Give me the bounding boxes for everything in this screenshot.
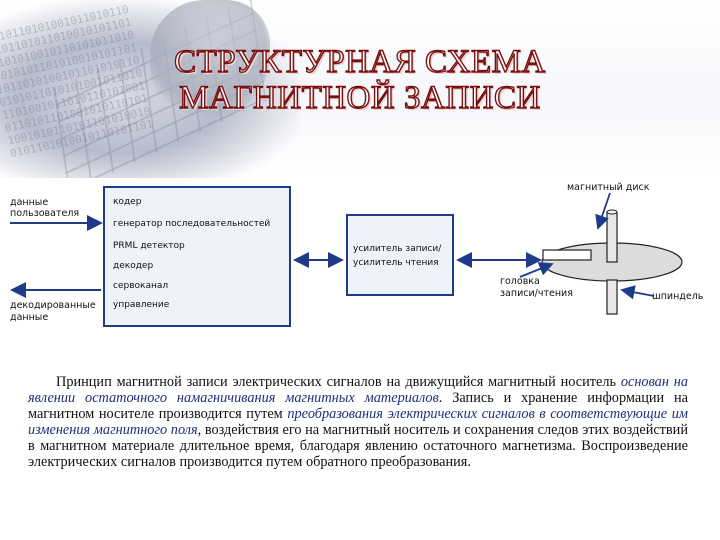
output-label-1: декодированные <box>10 300 96 311</box>
input-label-2: пользователя <box>10 208 79 219</box>
spindle-label: шпиндель <box>652 291 703 302</box>
head-label-2: записи/чтения <box>500 288 573 299</box>
para-text-1: Принцип магнитной записи электрических с… <box>56 374 621 390</box>
disk-label: магнитный диск <box>567 182 650 193</box>
box-item-decoder: декодер <box>113 261 153 271</box>
head-slider <box>543 250 591 260</box>
description-paragraph: Принцип магнитной записи электрических с… <box>28 374 688 470</box>
input-label-1: данные <box>10 197 48 208</box>
head-label-1: головка <box>500 276 540 287</box>
amp-label-1: усилитель записи/ <box>353 244 441 254</box>
box-item-prml: PRML детектор <box>113 241 185 251</box>
amp-label-2: усилитель чтения <box>353 258 439 268</box>
box-item-generator: генератор последовательностей <box>113 219 270 229</box>
box-item-servo: сервоканал <box>113 281 168 291</box>
spindle-cap <box>607 210 617 214</box>
spindle-bottom <box>607 280 617 314</box>
output-label-2: данные <box>10 312 48 323</box>
spindle-top <box>607 212 617 262</box>
amplifier-box: усилитель записи/ усилитель чтения <box>346 214 454 296</box>
spindle-pointer <box>622 290 654 296</box>
controller-box: кодер генератор последовательностей PRML… <box>103 186 291 327</box>
box-item-encoder: кодер <box>113 197 141 207</box>
box-item-control: управление <box>113 300 169 310</box>
